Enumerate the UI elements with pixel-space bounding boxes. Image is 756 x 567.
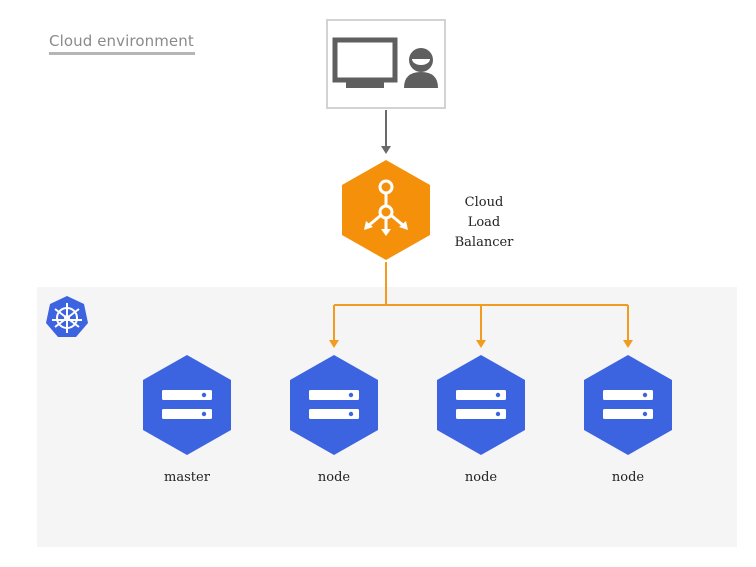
client-box — [326, 19, 446, 109]
master-node-icon — [143, 355, 231, 455]
environment-label: Cloud environment — [49, 32, 194, 50]
master-node-label: master — [164, 470, 210, 485]
node-2-icon — [437, 355, 525, 455]
load-balancer-label-line2: Balancer — [454, 235, 514, 250]
lb-arrowheads — [329, 340, 633, 348]
environment-label-underline — [49, 52, 195, 55]
client-to-lb-arrow — [381, 110, 391, 154]
node-3-icon — [584, 355, 672, 455]
node-1-icon — [290, 355, 378, 455]
load-balancer-label-line1: Cloud Load — [464, 195, 504, 230]
node-2-label: node — [464, 470, 498, 485]
kubernetes-logo-icon — [46, 296, 88, 337]
load-balancer-icon — [342, 160, 430, 260]
monitor-icon — [332, 37, 398, 88]
load-balancer-label: Cloud Load Balancer — [448, 193, 520, 253]
user-icon — [404, 48, 438, 88]
lb-distribution-arrows — [333, 262, 629, 340]
node-1-label: node — [317, 470, 351, 485]
node-3-label: node — [611, 470, 645, 485]
